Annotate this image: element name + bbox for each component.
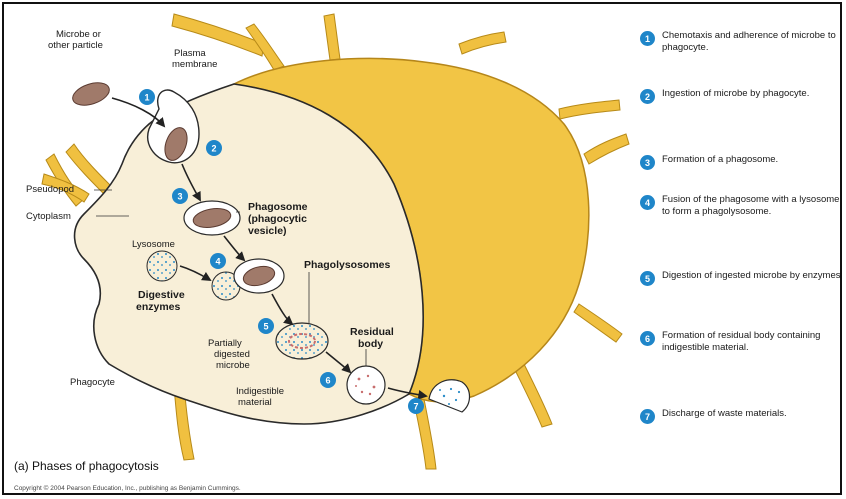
- label-cytoplasm: Cytoplasm: [26, 211, 71, 222]
- legend-item-2: 2 Ingestion of microbe by phagocyte.: [640, 88, 842, 104]
- svg-text:1: 1: [144, 93, 149, 103]
- digesting-phagolysosome: [276, 323, 328, 359]
- svg-text:3: 3: [177, 192, 182, 202]
- legend-text-1: Chemotaxis and adherence of microbe to p…: [662, 30, 842, 54]
- label-phagocyte: Phagocyte: [70, 377, 115, 388]
- legend-item-1: 1 Chemotaxis and adherence of microbe to…: [640, 30, 842, 54]
- legend-badge-6: 6: [640, 331, 655, 346]
- legend-text-5: Digestion of ingested microbe by enzymes…: [662, 270, 842, 282]
- label-phagosome-1: Phagosome: [248, 201, 308, 213]
- label-digestive-1: Digestive: [138, 289, 185, 301]
- label-plasma-1: Plasma: [174, 48, 206, 59]
- legend-badge-2: 2: [640, 89, 655, 104]
- label-pseudopod: Pseudopod: [26, 184, 74, 195]
- step-badge-5: 5: [258, 318, 274, 334]
- step-badge-6: 6: [320, 372, 336, 388]
- legend-badge-3: 3: [640, 155, 655, 170]
- label-partially-3: microbe: [216, 360, 250, 371]
- legend-item-5: 5 Digestion of ingested microbe by enzym…: [640, 270, 842, 286]
- step-badge-2: 2: [206, 140, 222, 156]
- legend-text-6: Formation of residual body containing in…: [662, 330, 842, 354]
- label-partially-1: Partially: [208, 338, 242, 349]
- residual-body: [347, 366, 385, 404]
- legend-text-4: Fusion of the phagosome with a lysosome …: [662, 194, 842, 218]
- legend-item-6: 6 Formation of residual body containing …: [640, 330, 842, 354]
- legend-item-7: 7 Discharge of waste materials.: [640, 408, 842, 424]
- legend-text-2: Ingestion of microbe by phagocyte.: [662, 88, 809, 100]
- figure-caption: (a) Phases of phagocytosis: [14, 459, 159, 473]
- label-partially-2: digested: [214, 349, 250, 360]
- legend-badge-4: 4: [640, 195, 655, 210]
- label-residual-1: Residual: [350, 326, 394, 338]
- copyright-notice: Copyright © 2004 Pearson Education, Inc.…: [14, 484, 241, 492]
- step-badge-7: 7: [408, 398, 424, 414]
- svg-text:4: 4: [215, 257, 220, 267]
- legend-badge-5: 5: [640, 271, 655, 286]
- legend-text-3: Formation of a phagosome.: [662, 154, 778, 166]
- legend-item-4: 4 Fusion of the phagosome with a lysosom…: [640, 194, 842, 218]
- lysosome: [147, 251, 177, 281]
- label-phagosome-2: (phagocytic: [248, 213, 307, 225]
- label-microbe-2: other particle: [48, 40, 103, 51]
- label-indigestible-2: material: [238, 397, 272, 408]
- label-microbe-1: Microbe or: [56, 29, 101, 40]
- svg-text:2: 2: [211, 144, 216, 154]
- svg-text:7: 7: [413, 402, 418, 412]
- legend-item-3: 3 Formation of a phagosome.: [640, 154, 842, 170]
- label-plasma-2: membrane: [172, 59, 217, 70]
- step-badge-4: 4: [210, 253, 226, 269]
- label-residual-2: body: [358, 338, 383, 350]
- legend-badge-7: 7: [640, 409, 655, 424]
- label-phagosome-3: vesicle): [248, 225, 287, 237]
- label-digestive-2: enzymes: [136, 301, 181, 313]
- step-badge-1: 1: [139, 89, 155, 105]
- label-indigestible-1: Indigestible: [236, 386, 284, 397]
- label-lysosome: Lysosome: [132, 239, 175, 250]
- legend-text-7: Discharge of waste materials.: [662, 408, 787, 420]
- microbe-free: [70, 79, 112, 110]
- legend-badge-1: 1: [640, 31, 655, 46]
- svg-text:6: 6: [325, 376, 330, 386]
- label-phagolysosomes: Phagolysosomes: [304, 259, 391, 271]
- svg-text:5: 5: [263, 322, 268, 332]
- step-badge-3: 3: [172, 188, 188, 204]
